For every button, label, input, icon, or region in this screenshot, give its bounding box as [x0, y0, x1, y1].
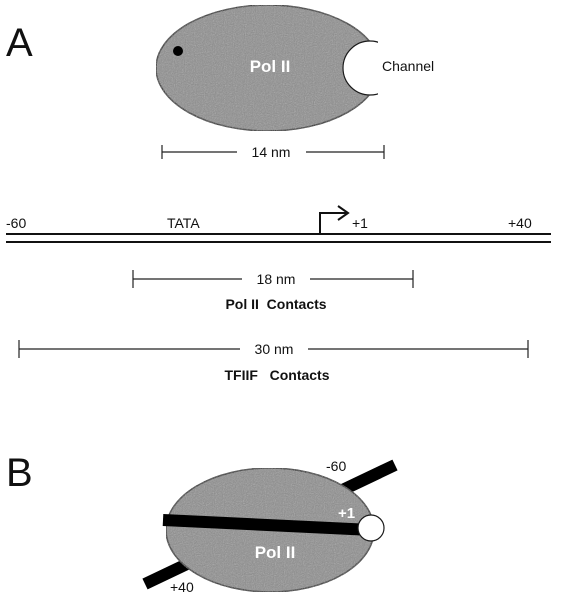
position-plus-40: +40 — [508, 215, 532, 231]
pol-ii-label-a: Pol II — [250, 57, 291, 76]
start-site-label-b: +1 — [338, 505, 355, 522]
tfiif-contacts-label: TFIIF Contacts — [225, 367, 330, 383]
position-minus-60-b: -60 — [326, 458, 346, 474]
pol-ii-ellipse-a — [155, 4, 418, 132]
pol-ii-contacts-label: Pol II Contacts — [225, 296, 326, 312]
channel-label: Channel — [382, 58, 434, 74]
scale-14nm-label: 14 nm — [252, 144, 291, 160]
scale-30nm — [18, 340, 529, 358]
transcription-start-arrow-icon — [319, 205, 350, 234]
dna-horizontal-bar — [162, 514, 373, 536]
scale-30nm-label: 30 nm — [255, 341, 294, 357]
black-dot-marker — [173, 46, 183, 56]
channel-opening — [378, 30, 418, 106]
panel-b-letter: B — [6, 451, 33, 495]
tata-box-label: TATA — [167, 215, 200, 231]
position-minus-60: -60 — [6, 215, 26, 231]
panel-a-letter: A — [6, 21, 33, 65]
position-plus-40-b: +40 — [170, 579, 194, 595]
start-site-label: +1 — [352, 215, 368, 231]
pol-ii-label-b: Pol II — [255, 543, 296, 562]
channel-circle-b — [357, 514, 385, 542]
scale-18nm — [132, 270, 414, 288]
scale-14nm — [161, 145, 385, 159]
promoter-dna — [6, 233, 551, 243]
scale-18nm-label: 18 nm — [257, 271, 296, 287]
